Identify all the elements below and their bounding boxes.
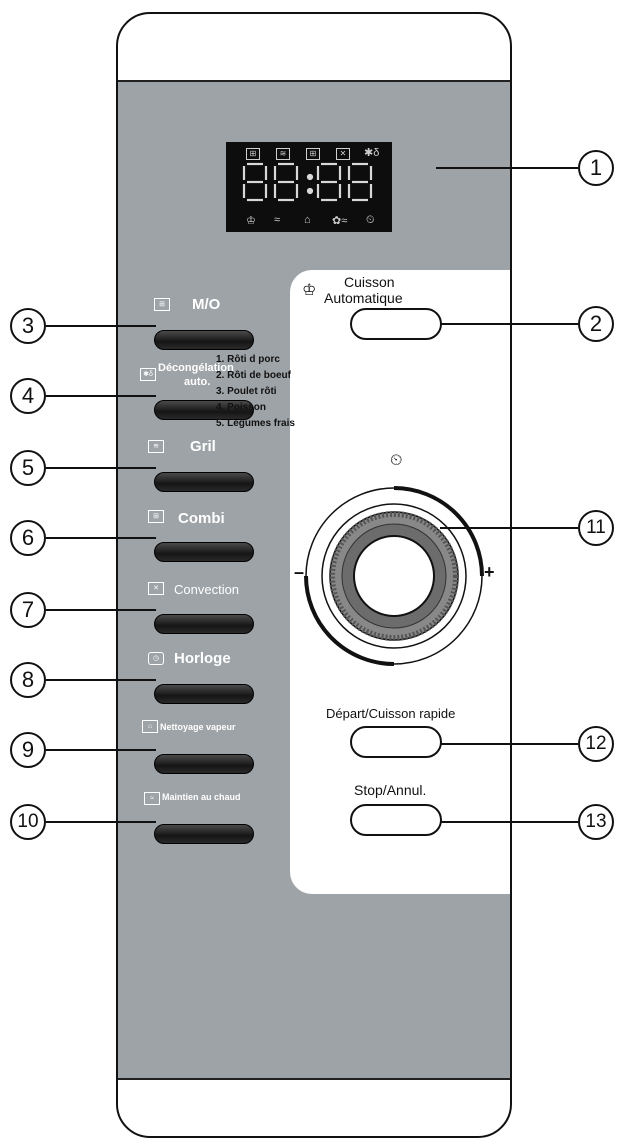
keep-warm-button[interactable] — [154, 824, 254, 844]
clock-icon: ◷ — [148, 652, 164, 665]
grill-button[interactable] — [154, 472, 254, 492]
callout-10: 10 — [10, 804, 46, 840]
leader-line — [46, 749, 156, 751]
mo-button[interactable] — [154, 330, 254, 350]
convection-label: Convection — [174, 582, 240, 597]
timer-icon: ⏲ — [390, 452, 403, 469]
combi-icon: ⊞ — [306, 148, 320, 160]
colon-dot — [306, 173, 314, 181]
convection-icon: ✕ — [336, 148, 350, 160]
defrost-icon: ✱δ — [140, 368, 156, 381]
callout-3: 3 — [10, 308, 46, 344]
grill-icon: ≋ — [276, 148, 290, 160]
grill-label: Gril — [190, 438, 216, 455]
leader-line — [46, 395, 156, 397]
leader-line — [46, 467, 156, 469]
leader-line — [46, 679, 156, 681]
callout-1: 1 — [578, 150, 614, 186]
dial-plus-label: + — [484, 562, 495, 582]
stop-label: Stop/Annul. — [354, 782, 427, 798]
mo-label: M/O — [192, 296, 221, 313]
dial-minus-label: – — [294, 562, 305, 582]
leader-line — [440, 323, 578, 325]
leader-line — [46, 537, 156, 539]
list-item: 3. Poulet rôti — [216, 386, 277, 397]
timer-icon: ⏲ — [366, 214, 375, 226]
start-label: Départ/Cuisson rapide — [326, 706, 456, 721]
callout-8: 8 — [10, 662, 46, 698]
callout-7: 7 — [10, 592, 46, 628]
leader-line — [46, 821, 156, 823]
list-item: 5. Légumes frais — [216, 418, 295, 429]
auto-cook-button[interactable] — [350, 308, 442, 340]
colon-dot — [306, 187, 314, 195]
combi-button[interactable] — [154, 542, 254, 562]
keep-warm-icon: ≈ — [274, 214, 281, 226]
list-item: 2. Rôti de boeuf — [216, 370, 291, 381]
microwave-icon: ⊞ — [154, 298, 170, 311]
steam-clean-label: Nettoyage vapeur — [160, 722, 236, 732]
microwave-icon: ⊞ — [246, 148, 260, 160]
convection-icon: ✕ — [148, 582, 164, 595]
defrost-icon: ✱δ — [364, 147, 380, 159]
auto-cook-label-2: Automatique — [324, 290, 403, 306]
grill-icon: ≋ — [148, 440, 164, 453]
leader-line — [46, 609, 156, 611]
start-button[interactable] — [350, 726, 442, 758]
clock-button[interactable] — [154, 684, 254, 704]
keep-warm-icon: ≈ — [144, 792, 160, 805]
leader-line — [440, 527, 578, 529]
callout-5: 5 — [10, 450, 46, 486]
callout-4: 4 — [10, 378, 46, 414]
defrost-label: Décongélation — [158, 362, 234, 374]
leader-line — [46, 325, 156, 327]
callout-6: 6 — [10, 520, 46, 556]
steam-clean-icon: ⌂ — [142, 720, 158, 733]
callout-12: 12 — [578, 726, 614, 762]
callout-13: 13 — [578, 804, 614, 840]
seven-segment-digits — [242, 162, 373, 202]
convection-button[interactable] — [154, 614, 254, 634]
leader-line — [440, 743, 578, 745]
control-panel: ⊞ ≋ ⊞ ✕ ✱δ ♔ ≈ ⌂ ✿≈ ⏲ ⊞ M/O ✱δ Décongéla… — [118, 80, 510, 1080]
auto-cook-label-1: Cuisson — [344, 274, 395, 290]
callout-2: 2 — [578, 306, 614, 342]
defrost-button[interactable] — [154, 400, 254, 420]
stop-button[interactable] — [350, 804, 442, 836]
keep-warm-label: Maintien au chaud — [162, 792, 241, 802]
steam-clean-icon: ⌂ — [304, 214, 311, 226]
steam-clean-button[interactable] — [154, 754, 254, 774]
lcd-display: ⊞ ≋ ⊞ ✕ ✱δ ♔ ≈ ⌂ ✿≈ ⏲ — [226, 142, 392, 232]
leader-line — [440, 821, 578, 823]
callout-9: 9 — [10, 732, 46, 768]
leader-line — [436, 167, 578, 169]
list-item: 1. Rôti d porc — [216, 354, 280, 365]
fan-icon: ✿≈ — [332, 215, 348, 227]
combi-label: Combi — [178, 510, 225, 527]
selection-dial[interactable] — [294, 476, 494, 676]
list-item: 4. Poisson — [216, 402, 267, 413]
callout-11: 11 — [578, 510, 614, 546]
chef-hat-icon: ♔ — [302, 282, 317, 299]
defrost-label-2: auto. — [184, 376, 211, 388]
auto-cook-menu: 1. Rôti d porc 2. Rôti de boeuf 3. Poule… — [216, 352, 295, 432]
combi-icon: ⊞ — [148, 510, 164, 523]
chef-hat-icon: ♔ — [246, 215, 256, 227]
clock-label: Horloge — [174, 650, 231, 667]
